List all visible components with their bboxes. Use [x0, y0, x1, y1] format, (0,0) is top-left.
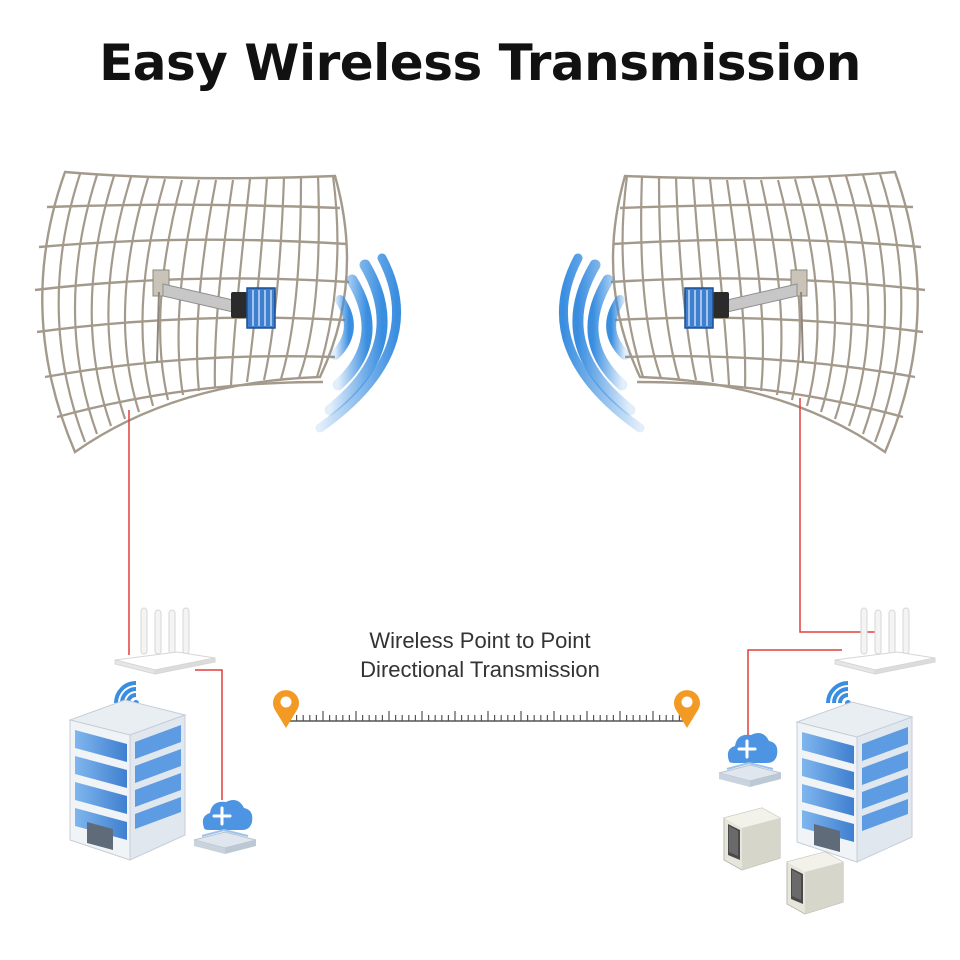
left-signal-waves-icon — [315, 253, 401, 433]
caption-line-2: Directional Transmission — [360, 657, 600, 682]
left-building-icon — [69, 699, 186, 861]
right-cloud-server-icon — [717, 731, 783, 789]
right-router-icon — [834, 607, 936, 675]
caption-line-1: Wireless Point to Point — [369, 628, 591, 653]
right-grid-antenna-icon — [609, 170, 927, 454]
crt-monitor-icon — [723, 807, 781, 871]
right-signal-waves-icon — [559, 253, 645, 433]
left-grid-antenna-icon — [33, 170, 351, 454]
transmission-caption: Wireless Point to Point Directional Tran… — [300, 626, 660, 684]
network-cables — [128, 398, 880, 800]
left-router-icon — [114, 607, 216, 675]
crt-monitor-icon — [786, 851, 844, 915]
left-cloud-server-icon — [192, 798, 258, 856]
page-title: Easy Wireless Transmission — [99, 34, 861, 92]
right-wifi-icon — [826, 681, 853, 708]
distance-ruler — [287, 711, 688, 722]
right-building-icon — [796, 701, 913, 863]
right-location-pin-icon — [674, 690, 700, 728]
left-location-pin-icon — [273, 690, 299, 728]
